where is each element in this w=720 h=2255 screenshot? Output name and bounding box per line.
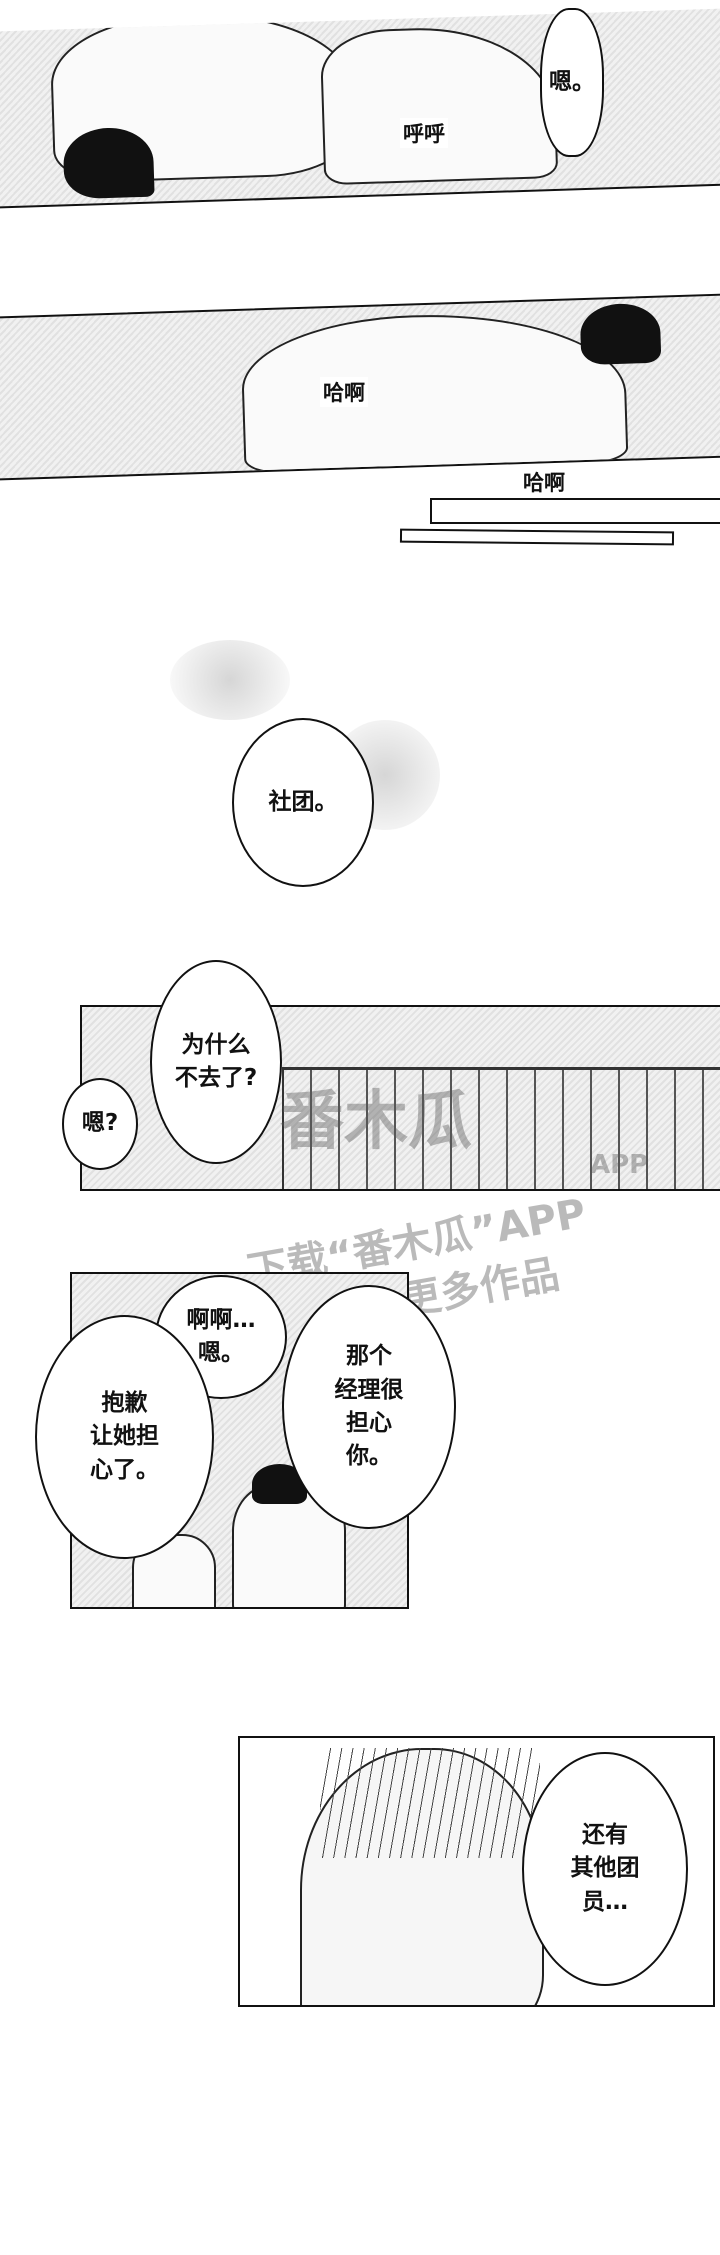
blonde-character-lying xyxy=(239,308,629,475)
sfx-pant-2: 哈啊 xyxy=(520,467,568,497)
watermark-app-badge: APP xyxy=(590,1150,649,1180)
speech-bubble-manager: 那个 经理很 担心 你。 xyxy=(282,1285,456,1529)
speech-bubble-members: 还有 其他团 员… xyxy=(522,1752,688,1986)
transition-bar-1 xyxy=(430,498,720,524)
window-frame xyxy=(282,1067,720,1189)
sfx-pant-1: 哈啊 xyxy=(320,377,368,407)
shoulder-skin xyxy=(319,23,559,186)
transition-bar-2 xyxy=(399,528,675,546)
speech-bubble-why: 为什么 不去了? xyxy=(150,960,282,1164)
panel-1 xyxy=(0,8,720,209)
speech-bubble-club: 社团。 xyxy=(232,718,374,887)
dark-hair-character-2 xyxy=(579,302,662,366)
sfx-breath: 呼呼 xyxy=(400,118,448,148)
dark-hair-character xyxy=(62,126,155,200)
haze-cloud-1 xyxy=(170,640,290,720)
hair-strands xyxy=(320,1748,540,1858)
speech-bubble-sorry: 抱歉 让她担 心了。 xyxy=(35,1315,214,1559)
speech-bubble-huh: 嗯? xyxy=(62,1078,138,1170)
speech-bubble-hm: 嗯。 xyxy=(540,8,604,157)
watermark-logo: 番木瓜 xyxy=(280,1085,472,1159)
